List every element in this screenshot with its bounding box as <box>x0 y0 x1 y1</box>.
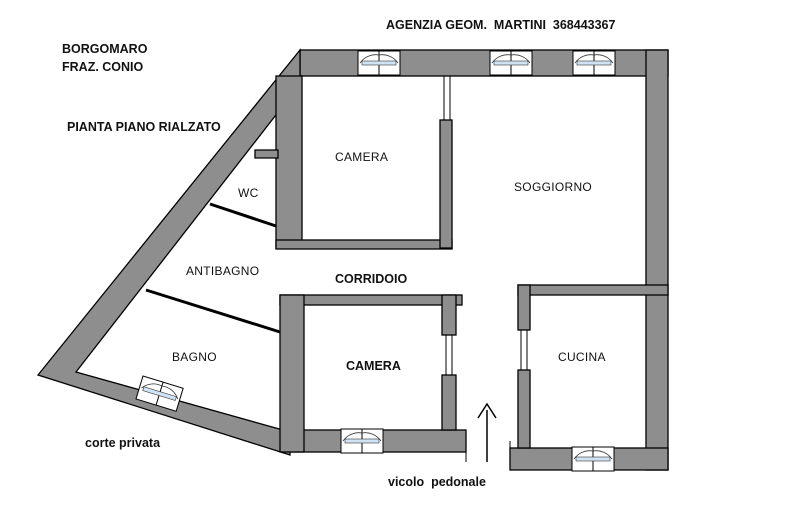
locality-label: FRAZ. CONIO <box>62 60 144 74</box>
plan-title: PIANTA PIANO RIALZATO <box>67 120 221 134</box>
wall-camera-left <box>275 75 303 249</box>
agency-label: AGENZIA GEOM. MARTINI 368443367 <box>386 18 616 32</box>
wall-cucina-top <box>517 284 669 296</box>
room-antibagno: ANTIBAGNO <box>186 264 260 278</box>
partitions <box>145 76 528 462</box>
wall-wc-top <box>254 149 279 159</box>
window-soggiorno-2 <box>572 50 616 76</box>
room-corridoio: CORRIDOIO <box>335 272 408 286</box>
window-soggiorno-1 <box>489 50 533 76</box>
entrance-arrow <box>477 402 497 462</box>
town-label: BORGOMARO <box>62 42 148 56</box>
wall-camera-right <box>439 119 453 249</box>
wall-camera2-left <box>279 294 305 453</box>
courtyard-label: corte privata <box>85 436 161 450</box>
room-cucina: CUCINA <box>558 350 606 364</box>
room-camera-top: CAMERA <box>335 150 389 164</box>
alley-label: vicolo pedonale <box>388 475 486 489</box>
walls <box>36 48 669 471</box>
room-soggiorno: SOGGIORNO <box>514 180 593 194</box>
wall-camera2-top <box>279 294 463 306</box>
window-camera-top <box>357 50 401 76</box>
wall-right <box>645 49 669 471</box>
room-camera-bottom: CAMERA <box>346 359 401 373</box>
window-cucina <box>571 446 615 472</box>
wall-camera2-right-upper <box>441 294 457 336</box>
window-camera-bottom <box>340 428 384 454</box>
wall-cucina-left-lower <box>517 369 531 449</box>
room-bagno: BAGNO <box>172 350 217 364</box>
wall-cucina-left-upper <box>517 284 531 331</box>
wall-camera2-right-lower <box>441 374 457 431</box>
room-wc: WC <box>238 186 259 200</box>
wall-camera-bottom <box>275 239 453 250</box>
